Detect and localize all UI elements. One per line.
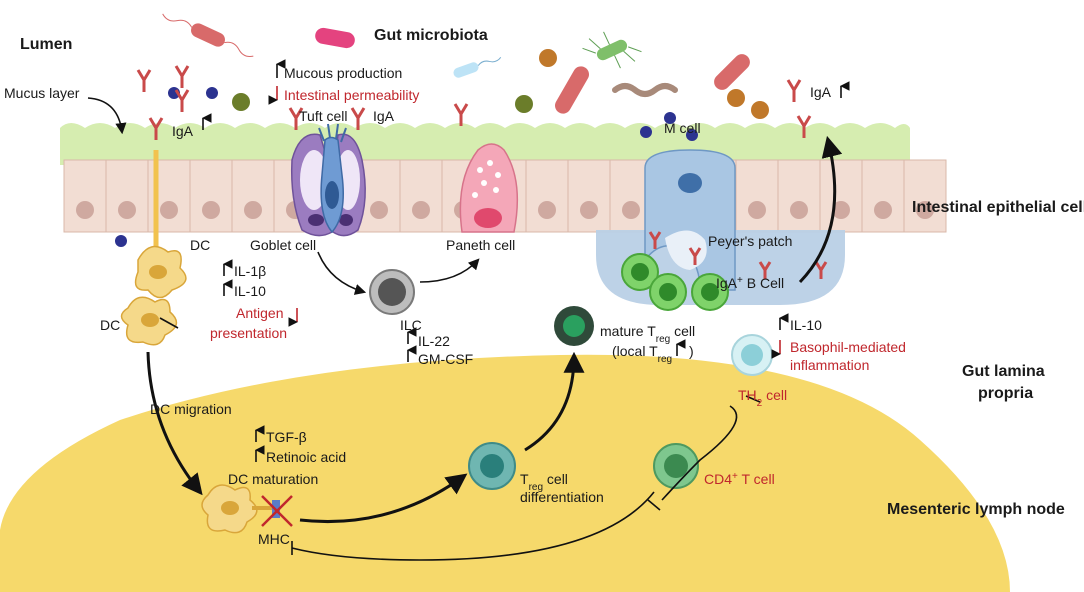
label-iga-right: IgA — [810, 84, 832, 100]
treg-cell-lymph — [468, 442, 516, 490]
label-intestinal-permeability: Intestinal permeability — [284, 87, 419, 103]
label-peyers-patch: Peyer's patch — [708, 233, 792, 249]
region-lumen: Lumen — [20, 36, 72, 53]
label-local-treg: (local Treg — [612, 343, 672, 365]
epithelial-cell — [903, 159, 947, 233]
epithelial-nucleus — [790, 201, 808, 219]
region-gut-lamina-2: propria — [978, 385, 1033, 402]
indicator-arrows — [202, 59, 850, 462]
label-il10-right: IL-10 — [790, 317, 822, 333]
label-dc-top: DC — [190, 237, 210, 253]
label-il22: IL-22 — [418, 333, 450, 349]
label-mhc: MHC — [258, 531, 290, 547]
mature-treg-cell — [554, 306, 594, 346]
epithelial-nucleus — [538, 201, 556, 219]
label-m-cell: M cell — [664, 120, 701, 136]
epithelial-nucleus — [832, 201, 850, 219]
treg-to-mature-arrow — [524, 351, 585, 452]
cd4-t-cell — [653, 443, 699, 489]
arrows — [87, 97, 843, 561]
epithelial-nucleus — [370, 201, 388, 219]
dc-cell-top — [134, 245, 187, 299]
epithelial-cell — [63, 159, 107, 233]
epithelial-nucleus — [76, 201, 94, 219]
label-iga-left: IgA — [172, 123, 194, 139]
ilc-to-paneth-arrow — [419, 258, 480, 283]
iga-antibodies — [136, 65, 828, 279]
label-tgfb: TGF-β — [266, 429, 307, 445]
label-basophil-2: inflammation — [790, 357, 869, 373]
epithelial-cell — [399, 159, 443, 233]
label-antigen: Antigen — [236, 305, 283, 321]
label-mucous-production: Mucous production — [284, 65, 402, 81]
label-tuft-cell: Tuft cell — [299, 108, 348, 124]
label-retinoic-acid: Retinoic acid — [266, 449, 346, 465]
region-gut-microbiota: Gut microbiota — [374, 27, 488, 44]
epithelial-cell — [777, 159, 821, 233]
epithelial-cell — [525, 159, 569, 233]
label-iga-tuft: IgA — [373, 108, 395, 124]
mhc-blocked-icon — [261, 495, 293, 527]
label-paneth-cell: Paneth cell — [446, 237, 515, 253]
epithelial-cell — [567, 159, 611, 233]
epithelial-nucleus — [118, 201, 136, 219]
paneth-cell — [459, 143, 519, 233]
label-presentation: presentation — [210, 325, 287, 341]
iga-b-cells — [621, 253, 729, 311]
label-differentiation: differentiation — [520, 489, 604, 505]
epithelial-nucleus — [244, 201, 262, 219]
cd4-inhibit-line — [661, 405, 738, 501]
epithelial-nucleus — [412, 201, 430, 219]
epithelial-cell — [735, 159, 779, 233]
th2-cell — [731, 334, 773, 376]
label-mature-treg: mature Treg cell — [600, 323, 695, 345]
epithelial-cell — [189, 159, 233, 233]
epithelial-nucleus — [160, 201, 178, 219]
label-il10-left: IL-10 — [234, 283, 266, 299]
mucus-arrow — [87, 97, 127, 135]
label-dc-migration: DC migration — [150, 401, 232, 417]
tuft-cell — [318, 123, 347, 234]
label-il1b: IL-1β — [234, 263, 266, 279]
label-ilc: ILC — [400, 317, 422, 333]
label-cd4-t-cell: CD4+ T cell — [704, 471, 775, 488]
m-cell-nucleus — [678, 173, 702, 193]
goblet-to-ilc-arrow — [317, 251, 367, 295]
label-iga-b-cell: IgA+ B Cell — [716, 275, 784, 292]
epithelial-cell — [231, 159, 275, 233]
epithelial-cell — [861, 159, 905, 233]
epithelial-nucleus — [202, 201, 220, 219]
ilc-cell — [369, 269, 415, 315]
epithelial-cell — [105, 159, 149, 233]
label-gmcsf: GM-CSF — [418, 351, 473, 367]
antigen-particles — [115, 87, 698, 247]
label-mucus-layer: Mucus layer — [4, 85, 80, 101]
region-gut-lamina-1: Gut lamina — [962, 363, 1045, 380]
dc-cell-left — [120, 296, 178, 346]
region-mesenteric-lymph-node: Mesenteric lymph node — [887, 501, 1065, 518]
region-intestinal-epithelial-cell: Intestinal epithelial cell — [912, 199, 1084, 216]
label-dc-maturation: DC maturation — [228, 471, 318, 487]
epithelial-cell — [819, 159, 863, 233]
label-dc-left: DC — [100, 317, 120, 333]
epithelial-nucleus — [748, 201, 766, 219]
label-th2-cell: TH2 cell — [738, 387, 787, 409]
epithelial-nucleus — [874, 201, 892, 219]
label-basophil-1: Basophil-mediated — [790, 339, 906, 355]
dc-cell-lymph — [201, 484, 272, 534]
microbes — [162, 13, 769, 119]
epithelial-nucleus — [580, 201, 598, 219]
dc-migration-arrow — [146, 351, 203, 496]
dc-to-treg-arrow — [299, 473, 468, 524]
label-treg-diff: Treg cell — [520, 471, 568, 493]
epithelial-nucleus — [622, 201, 640, 219]
epithelial-nucleus — [916, 201, 934, 219]
peyers-to-lumen-arrow — [798, 135, 843, 284]
label-goblet-cell: Goblet cell — [250, 237, 316, 253]
label-local-treg-close: ) — [689, 343, 694, 359]
cd4-to-dc-inhibit — [291, 491, 655, 561]
